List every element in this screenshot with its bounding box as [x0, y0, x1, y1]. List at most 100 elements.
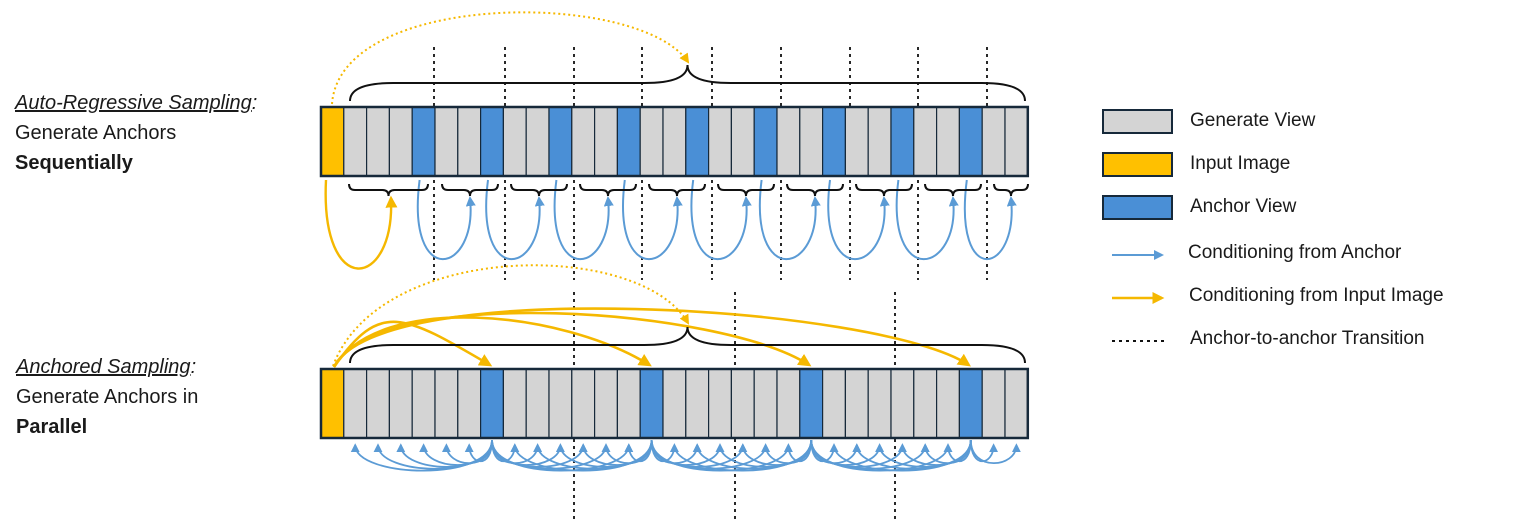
anchored-generate-cell	[343, 368, 368, 439]
autoregressive-title: Auto-Regressive Sampling	[15, 92, 252, 114]
anchor-fan-arrow	[464, 439, 493, 462]
group-brace	[717, 183, 775, 197]
input-to-anchor-arrow	[332, 311, 812, 368]
group-brace	[510, 183, 568, 197]
autoregressive-line3: Sequentially	[15, 152, 133, 174]
autoregressive-title-colon: :	[251, 92, 258, 114]
anchored-generate-cell	[981, 368, 1006, 439]
input-to-brace-dotted-arrow	[331, 11, 690, 105]
legend-generate-view: Generate View	[1190, 110, 1316, 131]
autoregressive-generate-cell	[502, 106, 527, 177]
autoregressive-generate-cell	[639, 106, 664, 177]
anchored-generate-cell	[935, 368, 960, 439]
anchor-conditioning-arrow	[416, 179, 476, 260]
group-brace	[648, 183, 706, 197]
autoregressive-view-sequence	[319, 105, 1030, 178]
autoregressive-top-brace	[349, 64, 1026, 102]
anchored-generate-cell	[571, 368, 596, 439]
autoregressive-anchor-cell	[753, 106, 778, 177]
anchor-fan-arrow	[650, 439, 748, 468]
autoregressive-anchor-cell	[548, 106, 573, 177]
anchored-generate-cell	[730, 368, 755, 439]
autoregressive-anchor-cell	[821, 106, 846, 177]
anchor-fan-arrow	[875, 439, 972, 468]
anchor-fan-arrow	[969, 439, 1021, 464]
legend-anchor-view: Anchor View	[1190, 196, 1297, 217]
group-brace	[441, 183, 499, 197]
autoregressive-generate-cell	[571, 106, 596, 177]
legend-swatches	[1102, 109, 1173, 342]
anchor-fan-arrow	[715, 439, 813, 468]
autoregressive-anchor-cell	[616, 106, 641, 177]
autoregressive-generate-cell	[525, 106, 550, 177]
input-to-anchor-arrow	[332, 320, 493, 368]
anchored-anchor-cell	[480, 368, 505, 439]
anchored-generate-cell	[593, 368, 618, 439]
anchor-conditioning-arrow	[827, 179, 890, 260]
legend-cond-input: Conditioning from Input Image	[1189, 285, 1444, 306]
anchored-generate-cell	[457, 368, 482, 439]
anchor-fan-arrow	[533, 439, 653, 470]
autoregressive-generate-cell	[981, 106, 1006, 177]
group-brace	[579, 183, 637, 197]
anchored-generate-cell	[1004, 368, 1029, 439]
anchor-fan-arrow	[491, 439, 611, 470]
anchor-fan-arrow	[852, 439, 972, 470]
anchored-line2: Generate Anchors in	[16, 386, 199, 408]
autoregressive-generate-cell	[434, 106, 459, 177]
anchor-fan-arrow	[969, 439, 999, 462]
anchor-conditioning-arrow	[759, 179, 821, 260]
autoregressive-sequence-border	[319, 105, 1030, 178]
anchor-fan-arrow	[491, 439, 588, 468]
anchored-title: Anchored Sampling	[16, 356, 191, 378]
anchor-fan-arrow	[650, 439, 771, 470]
autoregressive-generate-cell	[366, 106, 391, 177]
anchor-fan-arrow	[491, 439, 634, 472]
legend-cond-anchor: Conditioning from Anchor	[1188, 242, 1402, 263]
anchored-generate-cell	[411, 368, 436, 439]
anchor-fan-arrow	[943, 439, 972, 462]
anchored-generate-cell	[707, 368, 732, 439]
autoregressive-generate-cell	[388, 106, 413, 177]
anchored-generate-cell	[662, 368, 687, 439]
anchored-generate-cell	[844, 368, 869, 439]
anchor-conditioning-arrow	[622, 179, 683, 260]
legend-transition: Anchor-to-anchor Transition	[1190, 328, 1425, 349]
anchor-fan-arrow	[810, 439, 930, 470]
anchor-fan-arrow	[810, 439, 953, 472]
autoregressive-generate-cell	[343, 106, 368, 177]
anchor-conditioning-arrow	[485, 179, 545, 260]
group-brace	[855, 183, 913, 197]
grouping-braces	[348, 64, 1029, 364]
anchored-anchor-cell	[799, 368, 824, 439]
anchored-input-cell	[320, 368, 345, 439]
legend-anchor-swatch	[1102, 195, 1173, 220]
anchor-fan-arrow	[373, 439, 493, 470]
autoregressive-generate-cell	[593, 106, 618, 177]
autoregressive-generate-cell	[867, 106, 892, 177]
anchored-anchor-cell	[639, 368, 664, 439]
autoregressive-label: Auto-Regressive Sampling: Generate Ancho…	[15, 88, 257, 178]
anchored-generate-cell	[502, 368, 527, 439]
autoregressive-generate-cell	[935, 106, 960, 177]
anchored-generate-cell	[753, 368, 778, 439]
anchor-conditioning-arrow	[690, 179, 752, 260]
autoregressive-line2: Generate Anchors	[15, 122, 177, 144]
input-to-anchor-arrow	[332, 307, 971, 368]
conditioning-arrows	[324, 11, 1021, 472]
anchor-conditioning-arrow	[963, 179, 1017, 260]
anchored-view-sequence	[319, 367, 1030, 440]
autoregressive-generate-cell	[799, 106, 824, 177]
anchor-conditioning-arrow	[553, 179, 614, 260]
autoregressive-anchor-cell	[685, 106, 710, 177]
anchored-label: Anchored Sampling: Generate Anchors in P…	[16, 352, 198, 442]
autoregressive-generate-cell	[1004, 106, 1029, 177]
autoregressive-generate-cell	[707, 106, 732, 177]
autoregressive-generate-cell	[457, 106, 482, 177]
anchor-fan-arrow	[650, 439, 793, 472]
autoregressive-anchor-cell	[958, 106, 983, 177]
anchored-generate-cell	[867, 368, 892, 439]
input-to-brace-dotted-arrow	[332, 264, 690, 367]
anchored-generate-cell	[890, 368, 915, 439]
anchored-generate-cell	[388, 368, 413, 439]
